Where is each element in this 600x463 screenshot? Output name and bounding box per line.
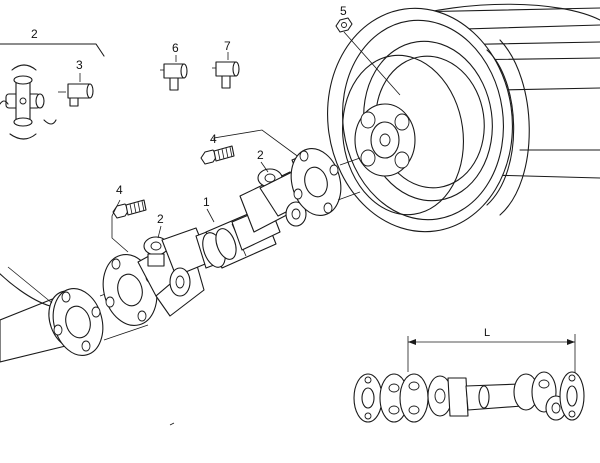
snap-ring-icon xyxy=(43,119,57,125)
callout-bolt-upper: 4 xyxy=(210,132,217,146)
callout-cross-kit: 3 xyxy=(76,58,83,72)
callout-top-left: 2 xyxy=(31,27,38,41)
kit-bracket-line xyxy=(0,43,105,57)
leader-yoke-upper xyxy=(260,161,269,173)
bolt-upper xyxy=(200,145,235,165)
snap-ring-icon xyxy=(0,100,9,105)
companion-flange xyxy=(354,103,416,177)
bolt-lower xyxy=(112,199,147,219)
callout-yoke-lower: 2 xyxy=(157,212,164,226)
propeller-shaft xyxy=(0,148,361,363)
upper-flange-yoke xyxy=(290,148,342,216)
leader-bolt-upper xyxy=(213,129,301,159)
drum-housing xyxy=(327,3,600,233)
grease-nipple-6 xyxy=(160,55,188,91)
snap-ring-icon xyxy=(9,133,37,140)
left-shaft-flange xyxy=(52,288,104,356)
cross-kit-group xyxy=(0,43,105,140)
grease-nipple-7 xyxy=(212,52,240,89)
flange-nut xyxy=(335,17,401,96)
universal-cross xyxy=(5,75,45,127)
snap-ring-icon xyxy=(11,64,37,71)
callout-shaft: 1 xyxy=(203,195,210,209)
leader-shaft xyxy=(206,208,215,223)
stray-mark xyxy=(169,422,175,426)
dim-arrow-right xyxy=(567,339,575,345)
bearing-cup xyxy=(58,73,94,107)
dim-arrow-left xyxy=(408,339,416,345)
callout-nut-top: 5 xyxy=(340,4,347,18)
callout-grease-nipple-b: 7 xyxy=(224,39,231,53)
callout-bolt-lower: 4 xyxy=(116,183,123,197)
leader-bolt-lower xyxy=(111,199,129,253)
leader-yoke-lower xyxy=(157,225,162,239)
assembled-shaft-inset xyxy=(353,334,585,423)
callout-grease-nipple-a: 6 xyxy=(172,41,179,55)
dimension-length-label: L xyxy=(484,327,490,339)
callout-yoke-upper: 2 xyxy=(257,148,264,162)
